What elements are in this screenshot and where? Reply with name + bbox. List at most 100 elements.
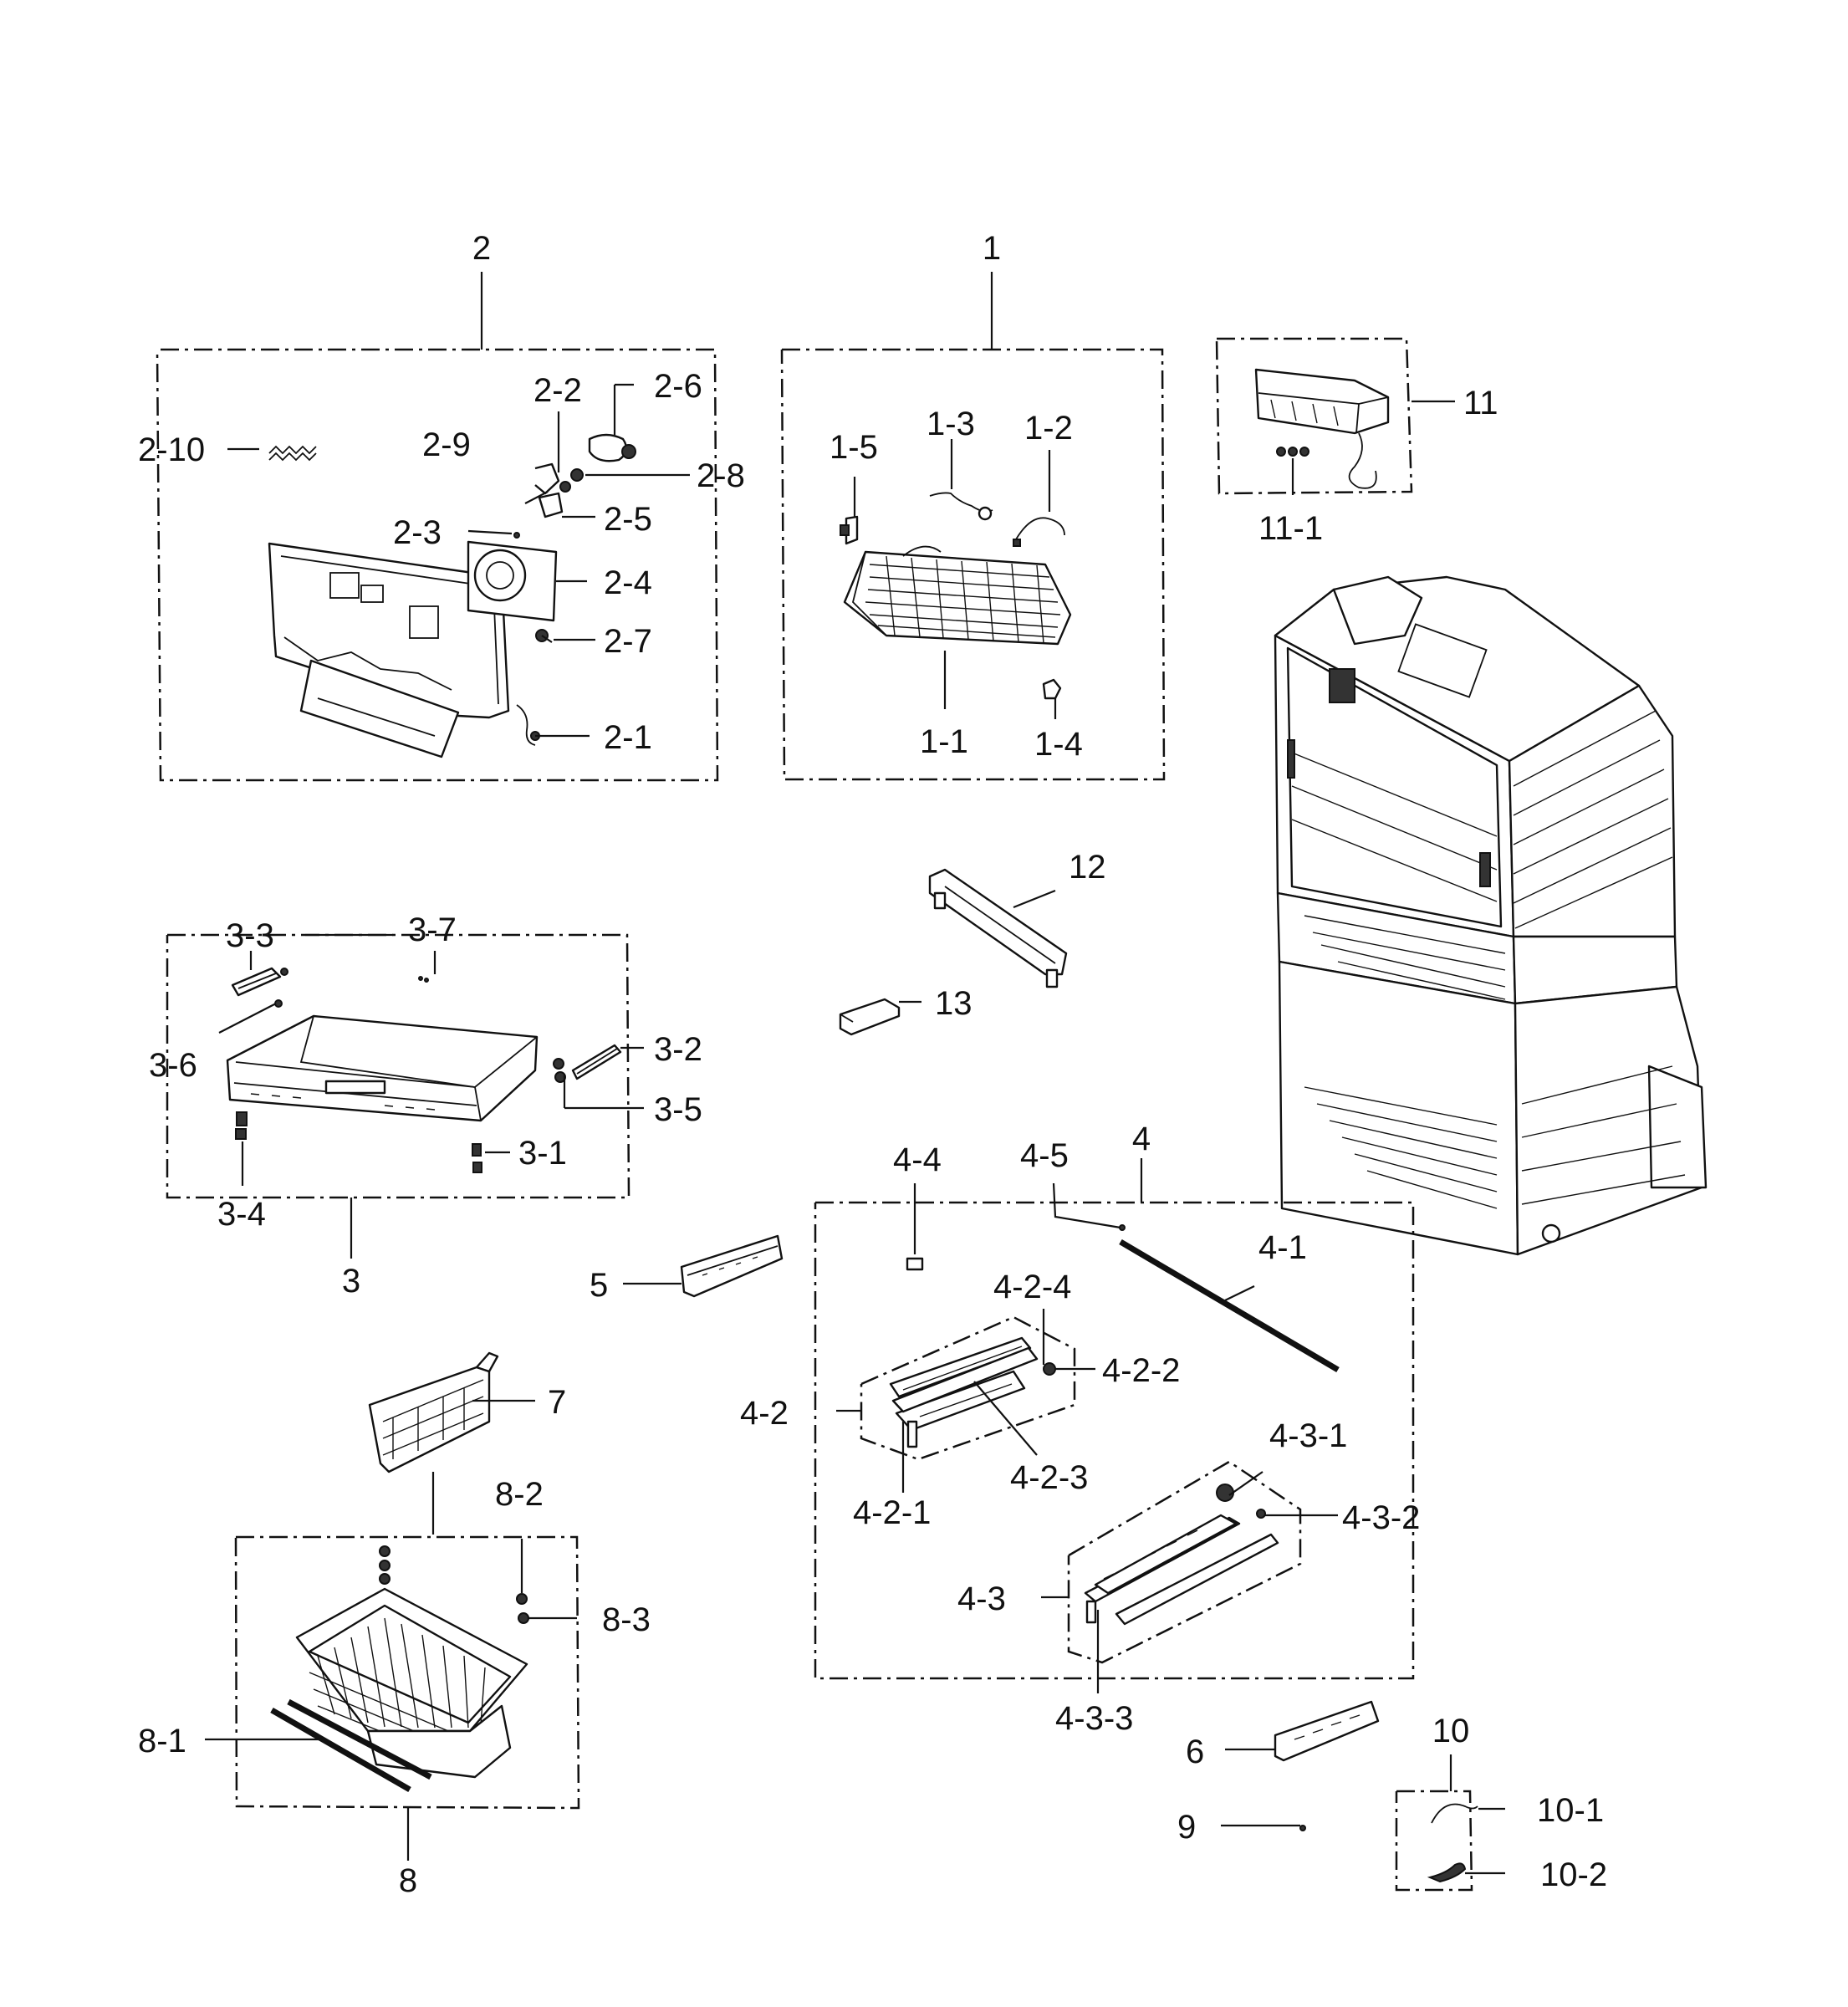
- label-3-6: 3-6: [149, 1047, 197, 1084]
- part-1-3-sensor-wire: [929, 492, 993, 521]
- label-4-3-1: 4-3-1: [1269, 1417, 1347, 1454]
- group-8-leaders: [205, 1539, 577, 1741]
- label-4-2-4: 4-2-4: [993, 1269, 1071, 1305]
- part-4-2-2-roller: [1043, 1362, 1056, 1376]
- part-11-1-screws: [1276, 447, 1309, 495]
- part-9-pin: [1221, 1824, 1306, 1831]
- label-2-6: 2-6: [654, 368, 702, 405]
- group-1-box: [780, 272, 1166, 781]
- label-4-3: 4-3: [957, 1581, 1006, 1617]
- label-3-3: 3-3: [226, 917, 274, 954]
- group-2-box: [156, 272, 719, 782]
- label-1-1: 1-1: [920, 723, 968, 760]
- label-3-7: 3-7: [408, 912, 457, 948]
- label-2-5: 2-5: [604, 501, 652, 538]
- part-5-cover: [623, 1234, 784, 1298]
- part-2-10-clip: [268, 445, 317, 462]
- label-4-2-2: 4-2-2: [1102, 1352, 1180, 1389]
- part-10-1-wire: [1431, 1803, 1505, 1824]
- label-4-5: 4-5: [1020, 1137, 1069, 1174]
- group-4-2-box: [836, 1315, 1076, 1461]
- label-4-1: 4-1: [1258, 1229, 1307, 1266]
- label-10-2: 10-2: [1540, 1856, 1607, 1893]
- label-13: 13: [935, 985, 972, 1022]
- label-4-3-2: 4-3-2: [1342, 1499, 1420, 1536]
- part-3-3-slide: [231, 967, 288, 997]
- label-3-5: 3-5: [654, 1091, 702, 1128]
- group-3-leaders: [218, 933, 644, 1186]
- label-2-2: 2-2: [533, 372, 582, 409]
- part-12-divider-rail: [928, 868, 1068, 988]
- part-3-2-slide: [571, 1044, 622, 1080]
- label-8: 8: [399, 1862, 417, 1899]
- group-2-leaders: [227, 383, 690, 738]
- label-8-2: 8-2: [495, 1476, 544, 1513]
- label-10: 10: [1432, 1713, 1470, 1749]
- part-4-4-stopper: [906, 1183, 924, 1271]
- label-2-1: 2-1: [604, 719, 652, 756]
- label-9: 9: [1177, 1809, 1196, 1846]
- group-4-3-box: [1041, 1460, 1302, 1664]
- group-11-box: [1215, 337, 1455, 495]
- label-4-3-3: 4-3-3: [1055, 1700, 1133, 1737]
- label-2-3: 2-3: [393, 514, 442, 551]
- part-8-basket: [295, 1545, 529, 1779]
- part-8-1-rails: [270, 1698, 432, 1793]
- label-4: 4: [1132, 1121, 1151, 1157]
- label-3-4: 3-4: [217, 1196, 266, 1233]
- label-2-4: 2-4: [604, 564, 652, 601]
- part-1-2-harness: [1013, 517, 1065, 547]
- part-2-panel: [268, 542, 510, 758]
- part-2-7-screw: [535, 629, 553, 643]
- label-2-7: 2-7: [604, 623, 652, 660]
- part-1-1-evaporator: [843, 545, 1072, 646]
- part-4-1-rod: [1119, 1238, 1340, 1373]
- group-4-2-leaders: [901, 1309, 1095, 1493]
- label-4-2-1: 4-2-1: [853, 1494, 931, 1531]
- refrigerator-cabinet: [1274, 575, 1708, 1256]
- label-4-2-3: 4-2-3: [1010, 1459, 1088, 1496]
- label-2-9: 2-9: [422, 426, 471, 463]
- group-8-box: [234, 1535, 580, 1861]
- label-5: 5: [590, 1267, 608, 1304]
- part-6-cover: [1225, 1700, 1380, 1762]
- part-2-4-fan-shroud: [467, 540, 558, 622]
- label-3-1: 3-1: [518, 1135, 567, 1172]
- label-4-2: 4-2: [740, 1395, 789, 1432]
- label-8-3: 8-3: [602, 1601, 651, 1638]
- part-10-2-sensor: [1427, 1862, 1505, 1883]
- label-11: 11: [1463, 385, 1498, 421]
- label-2-10: 2-10: [138, 432, 205, 468]
- part-4-2-rail: [889, 1336, 1039, 1448]
- label-4-4: 4-4: [893, 1141, 942, 1178]
- part-4-3-rail: [1084, 1484, 1279, 1626]
- label-11-1: 11-1: [1258, 510, 1323, 547]
- part-1-5-bracket: [840, 515, 859, 545]
- label-1-5: 1-5: [830, 429, 878, 466]
- part-1-4-holder: [1042, 678, 1062, 700]
- label-10-1: 10-1: [1537, 1792, 1604, 1829]
- part-7-filter: [368, 1351, 535, 1535]
- label-3-2: 3-2: [654, 1031, 702, 1068]
- group-4-3-leaders: [1096, 1471, 1338, 1693]
- label-1-4: 1-4: [1034, 726, 1083, 763]
- part-2-fan-motor-assembly: [513, 433, 636, 539]
- part-3-rollers: [235, 976, 566, 1173]
- label-2: 2: [472, 230, 491, 267]
- group-3-box: [166, 933, 630, 1259]
- label-8-1: 8-1: [138, 1723, 186, 1759]
- label-1-2: 1-2: [1024, 410, 1073, 447]
- label-12: 12: [1069, 849, 1106, 886]
- part-2-1-wire: [516, 704, 540, 746]
- part-3-drawer: [226, 1014, 539, 1122]
- label-6: 6: [1186, 1734, 1204, 1770]
- part-4-5-leader: [1052, 1182, 1126, 1231]
- label-1: 1: [983, 230, 1001, 267]
- label-2-8: 2-8: [697, 457, 745, 494]
- label-7: 7: [548, 1384, 566, 1421]
- callout-labels: 2 1 2-10 2-2 2-6 2-9 2-8 2-3 2-5 2-4 2-7…: [138, 230, 1607, 1899]
- group-10-box: [1395, 1754, 1473, 1892]
- group-4-box: [814, 1158, 1415, 1680]
- label-1-3: 1-3: [927, 406, 975, 442]
